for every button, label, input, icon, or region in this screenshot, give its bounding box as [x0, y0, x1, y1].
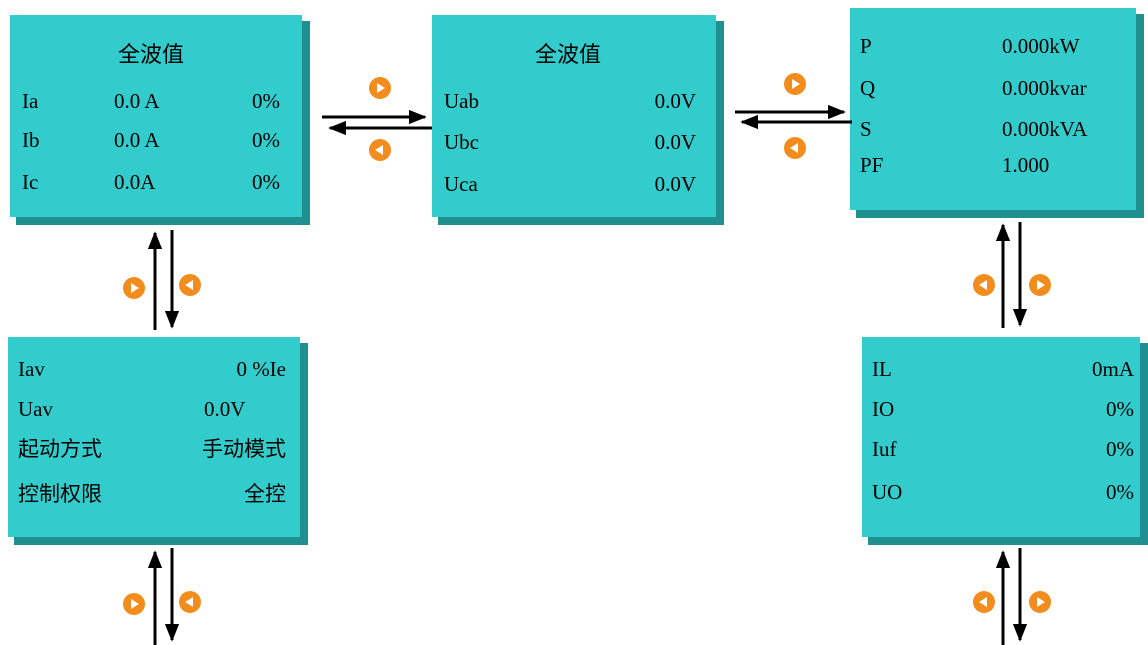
left-button-icon[interactable]: [179, 591, 201, 613]
left-button-icon[interactable]: [973, 274, 995, 296]
row-label: P: [860, 34, 872, 58]
row-percent: 0%: [252, 89, 280, 113]
row-value: 0%: [1106, 480, 1134, 504]
voltage-panel: 全波值 Uab 0.0V Ubc 0.0V Uca 0.0V: [432, 15, 724, 225]
panel-title: 全波值: [118, 42, 185, 67]
row-label: PF: [860, 153, 884, 177]
panel-shadow: [716, 21, 724, 225]
arrow-pair-current-voltage: [322, 109, 432, 136]
row-label: Uab: [444, 89, 479, 113]
arrow-pair-voltage-power: [735, 104, 852, 130]
panel-face: 全波值 Uab 0.0V Ubc 0.0V Uca 0.0V: [432, 15, 716, 217]
row-label: 控制权限: [18, 482, 102, 506]
row-value: 0.000kvar: [1002, 76, 1087, 100]
panel-shadow: [1140, 343, 1148, 545]
panel-shadow: [16, 217, 310, 225]
arrow-pair-current-average: [147, 230, 180, 330]
right-button-icon[interactable]: [1029, 591, 1051, 613]
row-value: 0.000kW: [1002, 34, 1080, 58]
panel-face: IL 0mA IO 0% Iuf 0% UO 0%: [862, 337, 1140, 537]
row-value: 0.0V: [654, 130, 696, 154]
left-button-icon[interactable]: [369, 139, 391, 161]
row-label: IL: [872, 357, 892, 381]
right-button-icon[interactable]: [369, 77, 391, 99]
arrow-pair-leakage-next: [995, 548, 1028, 645]
arrow-pair-power-leakage: [995, 222, 1028, 328]
row-value: 0.0A: [114, 170, 156, 194]
left-button-icon[interactable]: [784, 137, 806, 159]
panel-shadow: [868, 537, 1148, 545]
right-button-icon[interactable]: [784, 73, 806, 95]
left-button-icon[interactable]: [973, 591, 995, 613]
row-label: Iav: [18, 357, 45, 381]
row-value: 0mA: [1092, 357, 1134, 381]
current-panel: 全波值 Ia 0.0 A 0% Ib 0.0 A 0% Ic 0.0A 0%: [10, 15, 310, 225]
panel-shadow: [1136, 14, 1144, 218]
panel-shadow: [300, 343, 308, 545]
panel-title: 全波值: [535, 42, 602, 67]
row-label: Ic: [22, 170, 39, 194]
row-value: 0.0V: [654, 89, 696, 113]
row-value: 0%: [1106, 397, 1134, 421]
row-label: 起动方式: [18, 437, 102, 461]
row-label: Uav: [18, 397, 53, 421]
row-value: 0.000kVA: [1002, 117, 1088, 141]
panel-face: P 0.000kW Q 0.000kvar S 0.000kVA PF 1.00…: [850, 8, 1136, 210]
row-label: Uca: [444, 172, 478, 196]
row-label: Iuf: [872, 437, 897, 461]
power-panel: P 0.000kW Q 0.000kvar S 0.000kVA PF 1.00…: [850, 8, 1144, 218]
row-percent: 0%: [252, 170, 280, 194]
right-button-icon[interactable]: [123, 277, 145, 299]
row-value: 全控: [244, 482, 286, 506]
row-label: Q: [860, 76, 876, 100]
panel-face: 全波值 Ia 0.0 A 0% Ib 0.0 A 0% Ic 0.0A 0%: [10, 15, 302, 217]
panel-shadow: [14, 537, 308, 545]
row-value: 0%: [1106, 437, 1134, 461]
leakage-panel: IL 0mA IO 0% Iuf 0% UO 0%: [862, 337, 1148, 545]
panel-shadow: [856, 210, 1144, 218]
average-panel: Iav 0 %Ie Uav 0.0V 起动方式 手动模式 控制权限 全控: [8, 337, 308, 545]
arrow-pair-average-next: [147, 548, 180, 645]
row-label: UO: [872, 480, 903, 504]
right-button-icon[interactable]: [123, 593, 145, 615]
row-value: 0.0 A: [114, 89, 160, 113]
left-button-icon[interactable]: [179, 274, 201, 296]
right-button-icon[interactable]: [1029, 274, 1051, 296]
panel-shadow: [302, 21, 310, 225]
row-value: 手动模式: [202, 437, 286, 461]
row-label: Ia: [22, 89, 39, 113]
row-value: 0 %Ie: [236, 357, 286, 381]
panel-face: Iav 0 %Ie Uav 0.0V 起动方式 手动模式 控制权限 全控: [8, 337, 300, 537]
row-label: IO: [872, 397, 895, 421]
row-label: Ubc: [444, 130, 479, 154]
row-label: Ib: [22, 128, 40, 152]
panel-shadow: [438, 217, 724, 225]
row-value: 0.0V: [654, 172, 696, 196]
row-percent: 0%: [252, 128, 280, 152]
row-label: S: [860, 117, 872, 141]
row-value: 0.0V: [204, 397, 246, 421]
row-value: 0.0 A: [114, 128, 160, 152]
row-value: 1.000: [1002, 153, 1050, 177]
